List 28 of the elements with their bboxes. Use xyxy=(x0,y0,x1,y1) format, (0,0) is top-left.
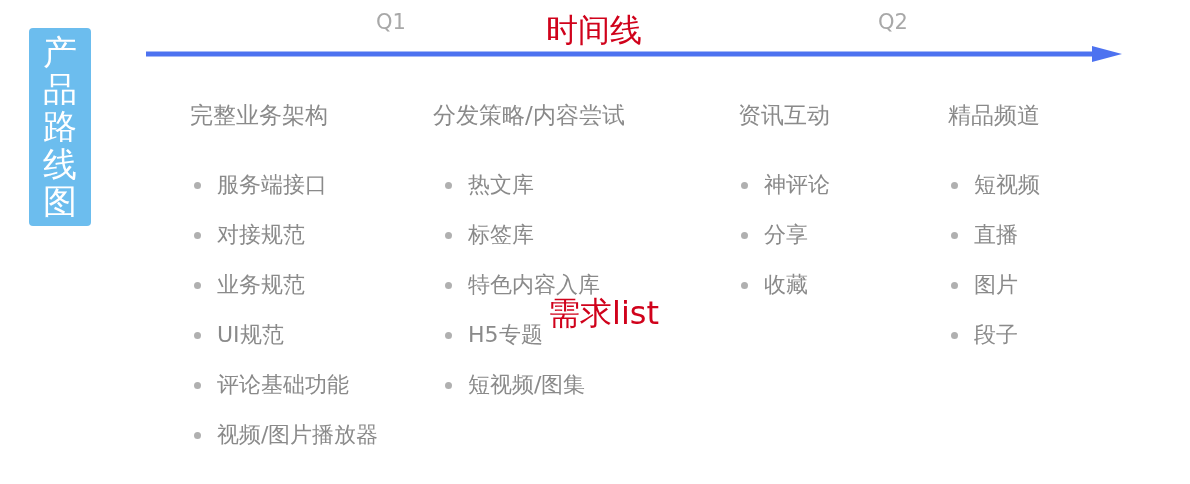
column-heading: 分发策略/内容尝试 xyxy=(433,101,625,129)
list-item: 特色内容入库 xyxy=(468,271,600,297)
list-item: 直播 xyxy=(974,221,1018,249)
column-heading: 资讯互动 xyxy=(738,101,830,129)
list-item: 分享 xyxy=(764,221,808,249)
list-item: 视频/图片播放器 xyxy=(217,421,379,449)
list-item: 短视频/图集 xyxy=(468,371,586,399)
list-item: 服务端接口 xyxy=(217,171,327,199)
list-item: 短视频 xyxy=(974,171,1040,199)
list-item: 对接规范 xyxy=(217,221,305,249)
title-banner xyxy=(29,28,91,226)
list-item: 标签库 xyxy=(468,221,534,249)
list-item: 评论基础功能 xyxy=(217,371,349,399)
list-item: H5专题 xyxy=(468,321,543,349)
list-item: 业务规范 xyxy=(217,271,305,299)
column-heading: 精品频道 xyxy=(948,101,1040,129)
quarter-label: Q1 xyxy=(376,9,406,36)
vertical-title: 产品路线图 xyxy=(43,33,77,221)
list-item: 图片 xyxy=(974,271,1018,299)
timeline-label: 时间线 xyxy=(546,11,642,49)
list-item: 段子 xyxy=(974,321,1018,349)
column-heading: 完整业务架构 xyxy=(190,101,328,129)
list-item: 收藏 xyxy=(764,271,808,299)
annotation-label: 需求list xyxy=(548,294,659,332)
list-item: 神评论 xyxy=(764,171,830,199)
list-item: UI规范 xyxy=(217,321,284,349)
quarter-label: Q2 xyxy=(878,9,908,36)
list-item: 热文库 xyxy=(468,171,534,199)
